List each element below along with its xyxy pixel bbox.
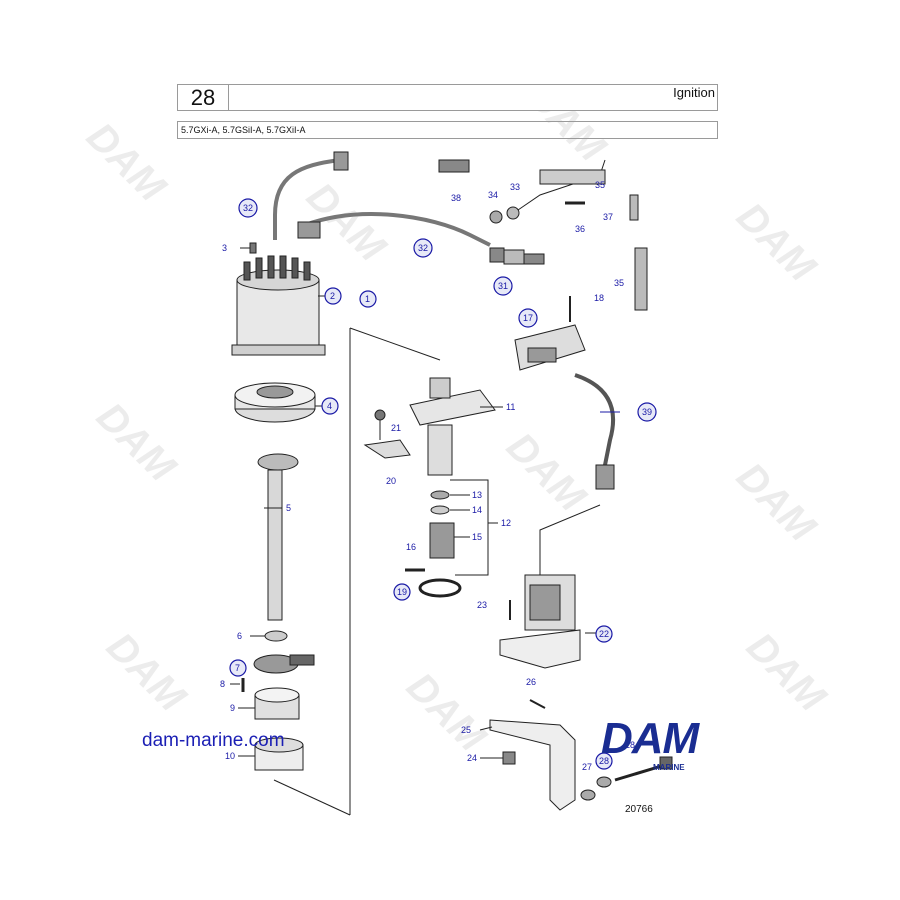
logo-subtext: MARINE (653, 763, 685, 772)
callout-4: 4 (327, 401, 332, 411)
ignition-coil (499, 574, 581, 669)
callout-35-upper: 35 (595, 180, 605, 190)
callout-26: 26 (526, 677, 536, 687)
callout-14: 14 (472, 505, 482, 515)
callout-3: 3 (222, 243, 227, 253)
page-title: Ignition (673, 85, 715, 100)
callout-32-cap: 32 (243, 203, 253, 213)
callout-10: 10 (225, 751, 235, 761)
callout-8: 8 (220, 679, 225, 689)
callout-7: 7 (235, 663, 240, 673)
callout-38: 38 (451, 193, 461, 203)
callout-28-bolt: 28 (625, 740, 635, 750)
callout-17: 17 (523, 313, 533, 323)
callout-18: 18 (594, 293, 604, 303)
model-list: 5.7GXi-A, 5.7GSiI-A, 5.7GXiI-A (177, 121, 718, 139)
callout-37: 37 (603, 212, 613, 222)
callout-22: 22 (599, 629, 609, 639)
callout-27: 27 (582, 762, 592, 772)
callout-25: 25 (461, 725, 471, 735)
page-header: 28 Ignition (177, 84, 718, 111)
callout-2: 2 (330, 291, 335, 301)
callout-24: 24 (467, 753, 477, 763)
distributor-base (409, 377, 496, 476)
callout-36: 36 (575, 224, 585, 234)
callout-35-lower: 35 (614, 278, 624, 288)
callout-1: 1 (365, 294, 370, 304)
callout-15: 15 (472, 532, 482, 542)
callout-31: 31 (498, 281, 508, 291)
callout-28-washer: 28 (599, 756, 609, 766)
brand-logo: DAM MARINE (601, 714, 741, 776)
rotor-housing (234, 382, 316, 423)
website-link[interactable]: dam-marine.com (142, 730, 285, 751)
callout-11: 11 (506, 402, 515, 412)
callout-34: 34 (488, 190, 498, 200)
callout-13: 13 (472, 490, 482, 500)
callout-9: 9 (230, 703, 235, 713)
distributor-cap (231, 255, 326, 356)
callout-39: 39 (642, 407, 652, 417)
callout-32-wire: 32 (418, 243, 428, 253)
callout-19: 19 (397, 587, 407, 597)
callout-12: 12 (501, 518, 511, 528)
logo-text: DAM (601, 714, 699, 763)
callout-21: 21 (391, 423, 401, 433)
figure-number: 20766 (625, 804, 653, 815)
page-number: 28 (178, 85, 229, 110)
callout-6: 6 (237, 631, 242, 641)
spark-plug (489, 247, 545, 265)
callout-5: 5 (286, 503, 291, 513)
callout-33: 33 (510, 182, 520, 192)
callout-23: 23 (477, 600, 487, 610)
callout-16: 16 (406, 542, 416, 552)
control-module (514, 324, 586, 371)
callout-20: 20 (386, 476, 396, 486)
